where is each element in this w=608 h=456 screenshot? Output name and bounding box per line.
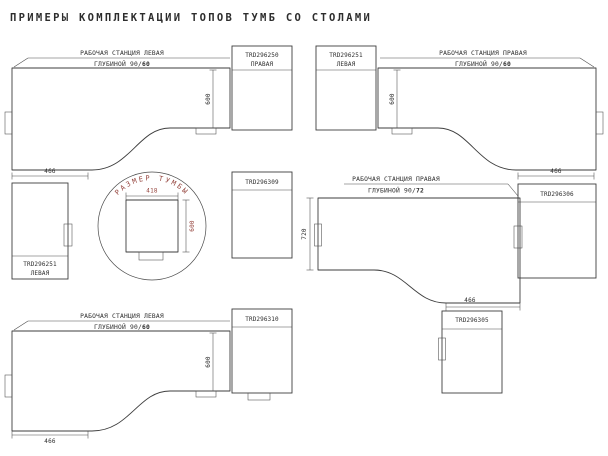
cabinet-trd296305: TRD296305 (438, 310, 503, 394)
workstation-depth: ГЛУБИНОЙ 90/72 (368, 186, 424, 195)
dim-label-depth: 600 (205, 356, 212, 368)
cabinet-code: TRD296305 (455, 317, 489, 324)
dimension-cabinet-width (125, 192, 179, 200)
depth-value: 60 (142, 324, 150, 331)
title-leader-line (344, 183, 519, 197)
connector-tab (513, 225, 523, 249)
dim-label-720: 720 (301, 228, 308, 240)
connector-tab (4, 374, 13, 398)
desk-outline (377, 67, 597, 171)
title-leader-line (13, 320, 230, 331)
dimension-desk-width (445, 303, 521, 311)
connector-tab (195, 390, 217, 398)
diagram-workstation-right-60: 600 466 TRD296251 ЛЕВАЯ TRD296306 РАБОЧА… (315, 45, 604, 279)
workstation-depth: ГЛУБИНОЙ 90/60 (455, 59, 511, 68)
cabinet-outline (231, 171, 293, 259)
leader-line (579, 57, 595, 68)
diagram-workstation-left-60: 600 466 TRD296250 ПРАВАЯ TRD296251 ЛЕВАЯ (4, 45, 293, 280)
connector-tab (247, 392, 271, 401)
desk-outline (317, 197, 521, 304)
dim-label-600: 600 (189, 220, 196, 232)
workstation-depth: ГЛУБИНОЙ 90/60 (94, 322, 150, 331)
desk-outline (11, 330, 231, 432)
depth-prefix: ГЛУБИНОЙ 90/ (368, 186, 416, 195)
cabinet-side: ПРАВАЯ (251, 61, 274, 68)
dimension-cabinet-depth (209, 332, 217, 392)
workstation-title: РАБОЧАЯ СТАНЦИЯ ПРАВАЯ (439, 50, 527, 57)
cabinet-trd296306: TRD296306 (513, 183, 597, 279)
cabinet-code: TRD296251 (329, 52, 363, 59)
connector-tab (438, 337, 446, 361)
cabinet-side: ЛЕВАЯ (337, 61, 356, 68)
depth-prefix: ГЛУБИНОЙ 90/ (94, 59, 142, 68)
dimension-cabinet-depth (182, 199, 190, 253)
workstation-title: РАБОЧАЯ СТАНЦИЯ ЛЕВАЯ (80, 50, 164, 57)
cabinet-trd296309: TRD296309 (231, 171, 293, 259)
depth-prefix: ГЛУБИНОЙ 90/ (94, 322, 142, 331)
cabinet-code: TRD296309 (245, 179, 279, 186)
connector-tab (4, 111, 13, 135)
cabinet-notch (138, 251, 164, 261)
depth-value: 60 (503, 61, 511, 68)
diagram-workstation-left-60-b: РАБОЧАЯ СТАНЦИЯ ЛЕВАЯ ГЛУБИНОЙ 90/60 600… (4, 308, 293, 445)
desk-outline (11, 67, 231, 171)
cabinet-trd296251: TRD296251 ЛЕВАЯ (315, 45, 377, 131)
dim-label-depth: 600 (389, 93, 396, 105)
cabinet-outline (231, 308, 293, 394)
workstation-depth: ГЛУБИНОЙ 90/60 (94, 59, 150, 68)
title-leader-line (380, 57, 595, 68)
cabinet-trd296310: TRD296310 (231, 308, 293, 401)
cabinet-outline (315, 45, 377, 131)
dimension-desk-width (11, 172, 89, 180)
dim-label-depth: 600 (205, 93, 212, 105)
dim-label-width: 466 (464, 297, 476, 304)
dimension-desk-width (517, 172, 595, 180)
dim-label-418: 418 (146, 188, 158, 195)
cabinet-side: ЛЕВАЯ (31, 270, 50, 277)
cabinet-outline (517, 183, 597, 279)
cabinet-code: TRD296306 (540, 191, 574, 198)
cabinet-outline (441, 310, 503, 394)
page-title: ПРИМЕРЫ КОМПЛЕКТАЦИИ ТОПОВ ТУМБ СО СТОЛА… (10, 12, 372, 24)
depth-prefix: ГЛУБИНОЙ 90/ (455, 59, 503, 68)
connector-tab (63, 223, 73, 247)
cabinet-trd296251: TRD296251 ЛЕВАЯ (11, 182, 73, 280)
leader-line (507, 183, 519, 197)
connector-tab (595, 111, 604, 135)
leader-line (13, 320, 29, 331)
depth-value: 60 (142, 61, 150, 68)
cabinet-outline (11, 182, 69, 280)
connector-tab (391, 127, 413, 135)
dimension-desk-depth (306, 197, 314, 271)
connector-tab (195, 127, 217, 135)
detail-circle (97, 171, 207, 281)
title-leader-line (13, 57, 230, 68)
cabinet-code: TRD296250 (245, 52, 279, 59)
leader-line (13, 57, 29, 68)
dimension-cabinet-depth (393, 69, 401, 129)
workstation-title: РАБОЧАЯ СТАНЦИЯ ПРАВАЯ (352, 176, 440, 183)
cabinet-code: TRD296310 (245, 316, 279, 323)
dim-label-width: 466 (44, 168, 56, 175)
cabinet-code: TRD296251 (23, 261, 57, 268)
connector-tab (314, 223, 322, 247)
cabinet-trd296250: TRD296250 ПРАВАЯ (231, 45, 293, 131)
workstation-title: РАБОЧАЯ СТАНЦИЯ ЛЕВАЯ (80, 313, 164, 320)
cabinet-outline (231, 45, 293, 131)
depth-value: 72 (416, 188, 424, 195)
dimension-desk-width (11, 431, 89, 439)
dim-label-width: 466 (44, 438, 56, 445)
diagram-workstation-right-72: TRD296309 720 466 TRD296305 (231, 171, 521, 394)
dimension-cabinet-depth (209, 69, 217, 129)
dim-label-width: 466 (550, 168, 562, 175)
